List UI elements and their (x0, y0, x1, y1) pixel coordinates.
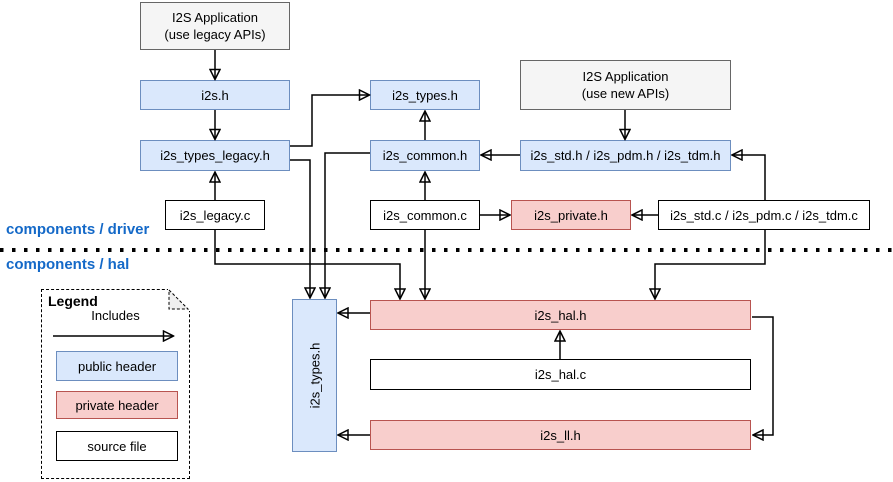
legend-public-header-label: public header (77, 358, 157, 374)
node-i2s-h: i2s.h (140, 80, 290, 110)
app-legacy-line1: I2S Application (171, 10, 258, 25)
legend-public-header-swatch: public header (56, 351, 178, 381)
edge-i2s-hal-h-to-i2s-ll-h (752, 316, 774, 435)
node-i2s-common-h-label: i2s_common.h (382, 148, 468, 163)
driver-hal-separator-line (0, 248, 893, 252)
section-label-components-hal: components / hal (6, 256, 130, 273)
node-i2s-common-h: i2s_common.h (370, 140, 480, 171)
edge-i2s-types-legacy-h-to-i2s-types-h (290, 95, 369, 147)
legend-source-file-swatch: source file (56, 431, 178, 461)
legend-includes-label: Includes (91, 308, 140, 323)
node-i2s-ll-h-label: i2s_ll.h (540, 427, 581, 443)
node-i2s-types-h-vertical-label: i2s_types.h (307, 342, 323, 409)
edge-i2s-std-c-to-i2s-std-h (733, 155, 766, 200)
legend-source-file-label: source file (87, 438, 147, 454)
node-i2s-types-h-vertical: i2s_types.h (292, 299, 337, 452)
edge-i2s-legacy-c-to-i2s-hal-h (214, 230, 400, 299)
node-i2s-types-legacy-h-label: i2s_types_legacy.h (160, 148, 270, 163)
legend-private-header-label: private header (75, 397, 159, 413)
node-i2s-types-h-top: i2s_types.h (370, 80, 480, 110)
edge-i2s-types-legacy-h-to-i2s-types-h-vertical (290, 159, 310, 298)
node-i2s-hal-c-label: i2s_hal.c (534, 367, 587, 382)
node-i2s-hal-c: i2s_hal.c (370, 359, 751, 390)
node-i2s-legacy-c: i2s_legacy.c (165, 200, 265, 230)
legend-private-header-swatch: private header (56, 391, 178, 419)
app-new-line2: (use new APIs) (581, 86, 670, 101)
node-i2s-common-c: i2s_common.c (370, 200, 480, 230)
node-i2s-types-legacy-h: i2s_types_legacy.h (140, 140, 290, 171)
node-i2s-private-h: i2s_private.h (511, 200, 631, 230)
node-i2s-std-pdm-tdm-c: i2s_std.c / i2s_pdm.c / i2s_tdm.c (658, 200, 870, 230)
node-i2s-legacy-c-label: i2s_legacy.c (179, 207, 251, 223)
node-i2s-application-legacy: I2S Application (use legacy APIs) (140, 2, 290, 50)
node-i2s-ll-h: i2s_ll.h (370, 420, 751, 450)
node-i2s-private-h-label: i2s_private.h (534, 207, 608, 223)
app-legacy-line2: (use legacy APIs) (164, 27, 266, 42)
node-i2s-common-c-label: i2s_common.c (383, 207, 467, 223)
node-i2s-types-h-top-label: i2s_types.h (392, 87, 458, 103)
node-i2s-hal-h: i2s_hal.h (370, 300, 751, 330)
edge-i2s-std-c-to-i2s-hal-h (655, 230, 766, 299)
section-label-components-driver: components / driver (6, 221, 150, 238)
node-i2s-std-pdm-tdm-h-label: i2s_std.h / i2s_pdm.h / i2s_tdm.h (530, 148, 721, 163)
node-i2s-application-new: I2S Application (use new APIs) (520, 60, 731, 110)
app-new-line1: I2S Application (582, 69, 669, 84)
node-i2s-std-pdm-tdm-c-label: i2s_std.c / i2s_pdm.c / i2s_tdm.c (670, 207, 858, 223)
legend-title: Legend (48, 293, 98, 309)
node-i2s-hal-h-label: i2s_hal.h (534, 307, 587, 323)
edge-i2s-common-h-to-i2s-types-h-vertical (325, 152, 370, 298)
node-i2s-std-pdm-tdm-h: i2s_std.h / i2s_pdm.h / i2s_tdm.h (520, 140, 731, 171)
legend-folded-corner-icon (168, 289, 190, 311)
legend-panel: Legend Includes public header private he… (41, 289, 190, 479)
node-i2s-h-label: i2s.h (201, 87, 229, 103)
